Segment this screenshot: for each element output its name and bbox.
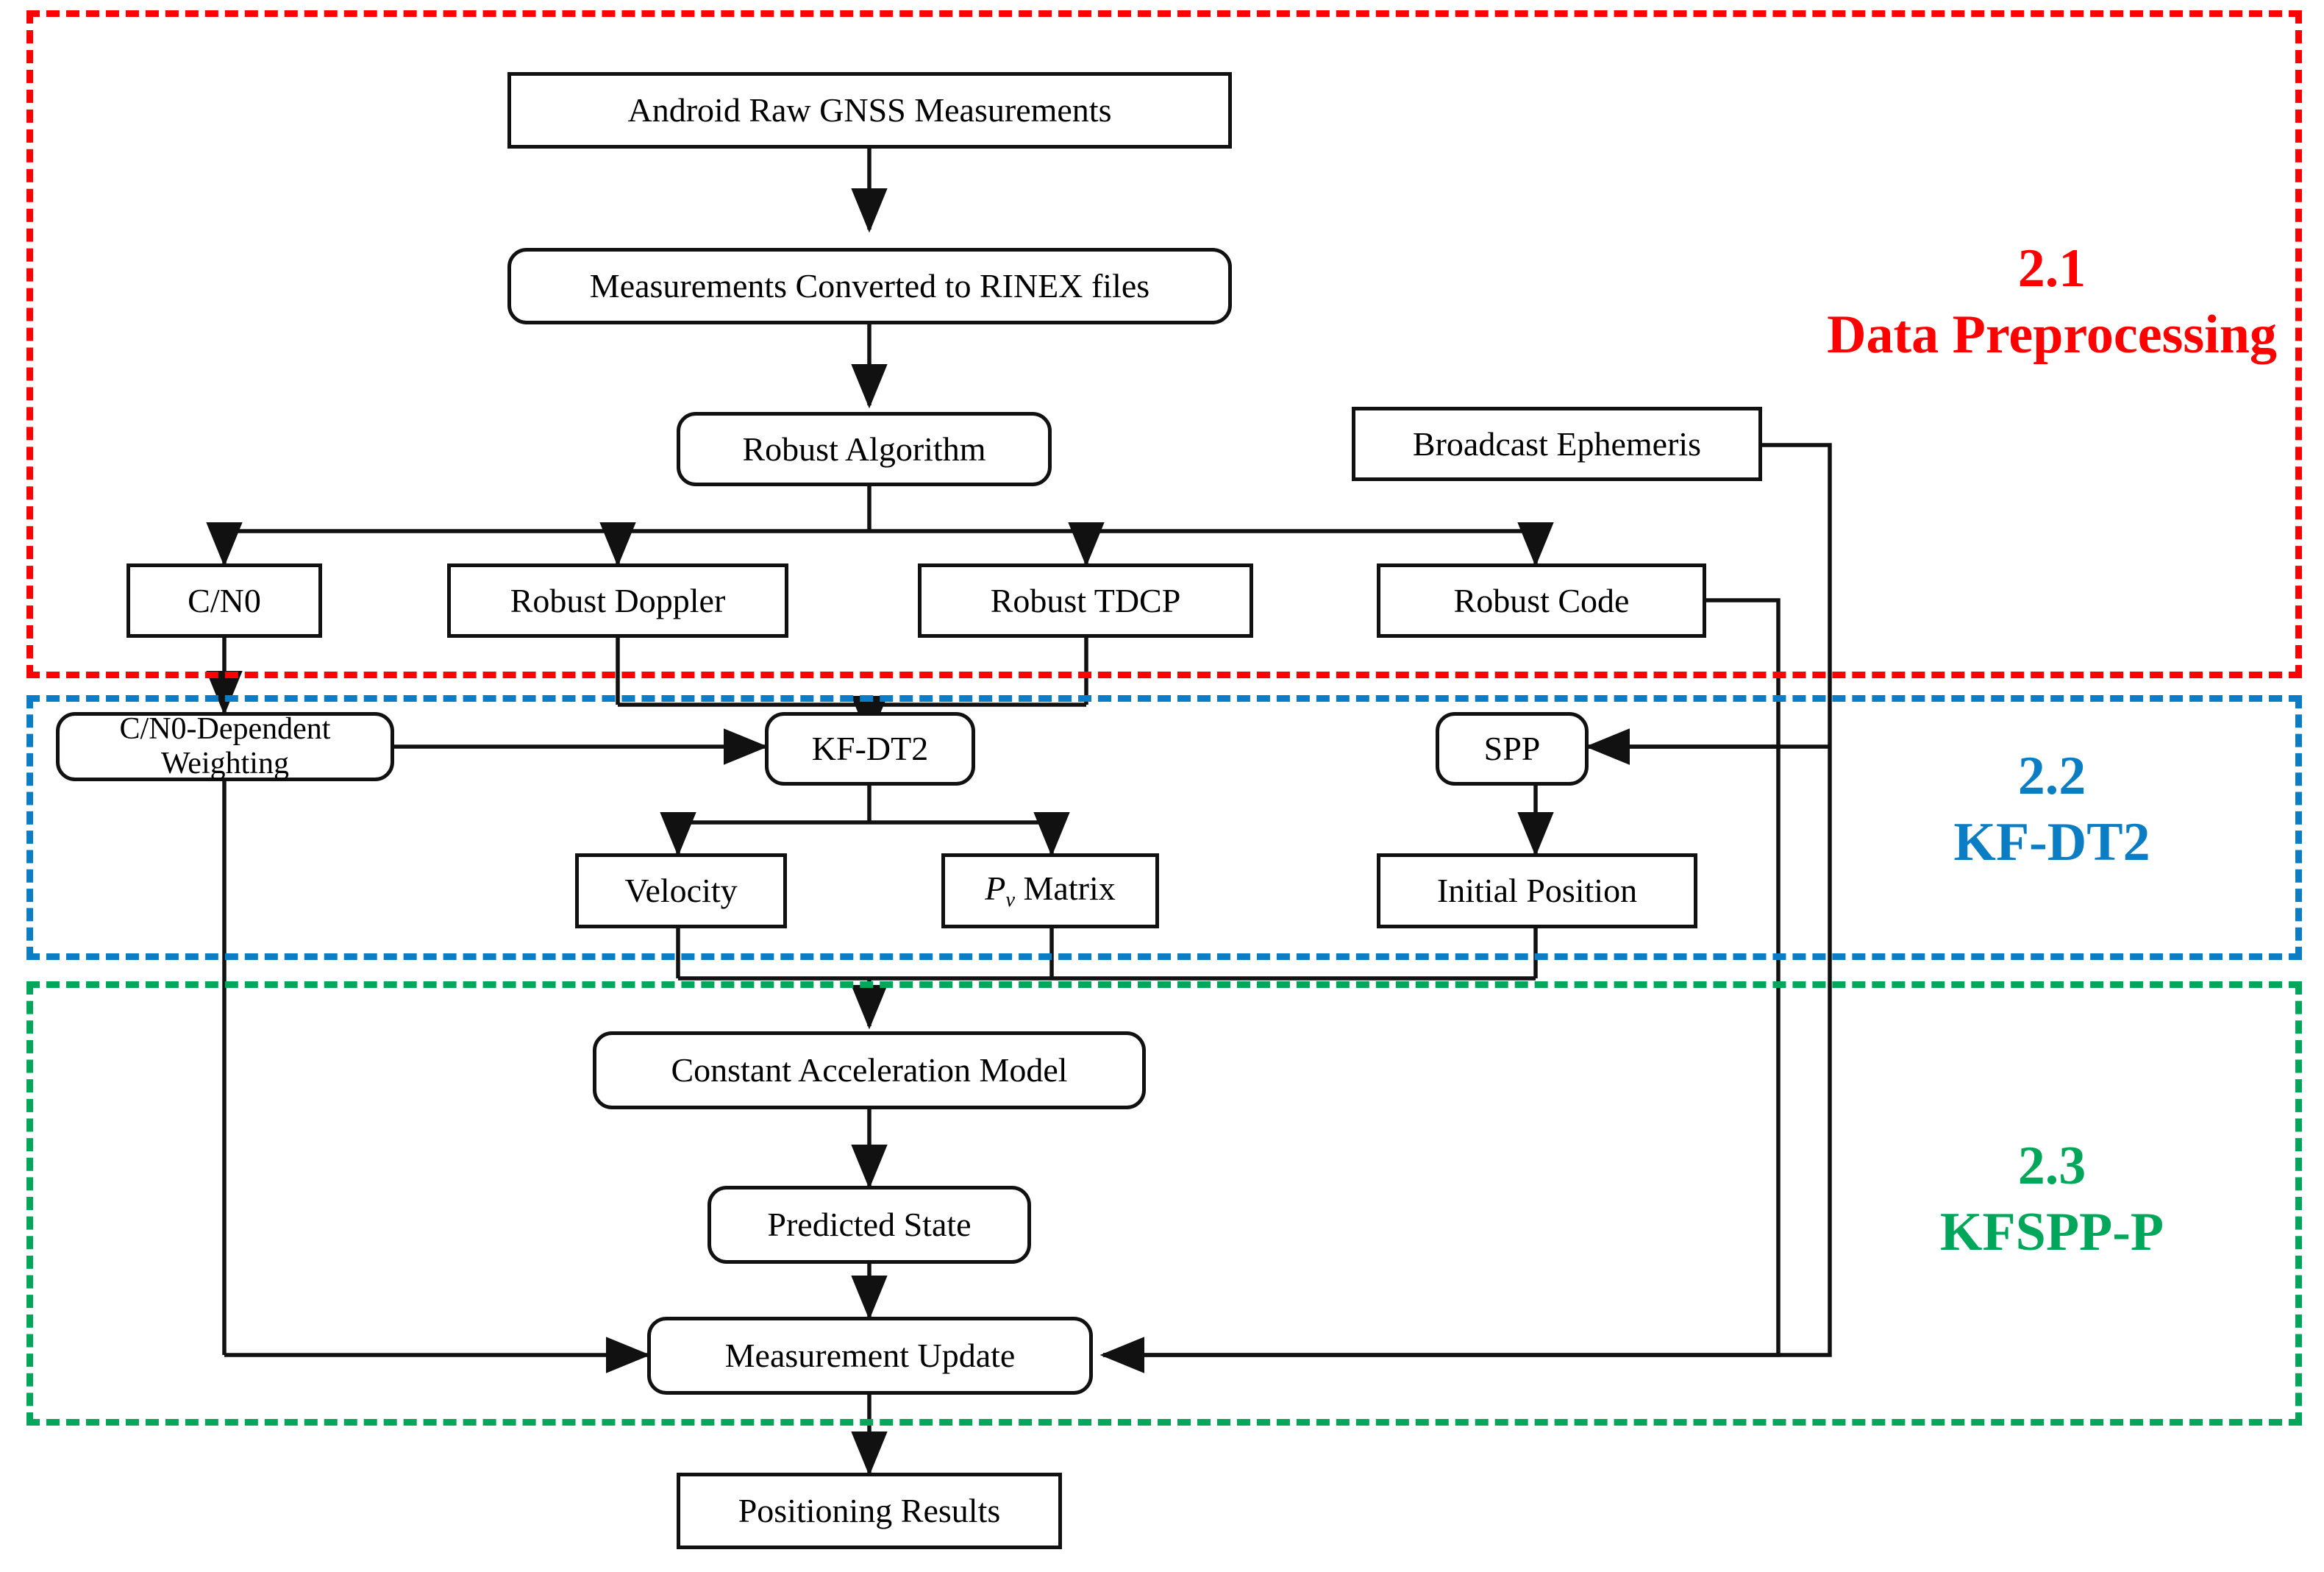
- zone-kfspp-p-box: [26, 981, 2302, 1426]
- node-label: Velocity: [624, 872, 738, 910]
- zone-kf-dt2-box: [26, 695, 2302, 960]
- zone-data-preprocessing-box: [26, 10, 2302, 678]
- node-label: Measurement Update: [724, 1337, 1016, 1375]
- node-initial-position[interactable]: Initial Position: [1377, 853, 1697, 928]
- node-measurement-update[interactable]: Measurement Update: [647, 1317, 1093, 1395]
- zone-name: KF-DT2: [1953, 812, 2150, 873]
- node-label: Android Raw GNSS Measurements: [627, 91, 1112, 129]
- zone-name: Data Preprocessing: [1827, 305, 2277, 366]
- node-label: Positioning Results: [738, 1492, 1001, 1530]
- node-label: SPP: [1483, 730, 1541, 768]
- zone-number: 2.2: [2017, 746, 2086, 806]
- node-spp[interactable]: SPP: [1436, 712, 1589, 786]
- node-label-line-2: Weighting: [161, 747, 289, 780]
- node-robust-tdcp[interactable]: Robust TDCP: [918, 563, 1253, 638]
- node-broadcast-ephemeris[interactable]: Broadcast Ephemeris: [1352, 407, 1762, 481]
- zone-name: KFSPP-P: [1939, 1202, 2164, 1263]
- node-pv-matrix[interactable]: Pv Matrix: [941, 853, 1159, 928]
- node-label: Robust TDCP: [990, 581, 1181, 619]
- node-positioning-results[interactable]: Positioning Results: [677, 1473, 1062, 1549]
- node-robust-code[interactable]: Robust Code: [1377, 563, 1706, 638]
- node-robust-algorithm[interactable]: Robust Algorithm: [677, 412, 1052, 486]
- node-constant-acceleration-model[interactable]: Constant Acceleration Model: [593, 1031, 1146, 1109]
- node-label-line-1: C/N0-Dependent: [119, 711, 331, 746]
- pv-subscript: v: [1005, 889, 1016, 912]
- node-kf-dt2[interactable]: KF-DT2: [765, 712, 975, 786]
- pv-word: Matrix: [1023, 869, 1116, 907]
- node-label: Initial Position: [1436, 872, 1638, 910]
- zone-label-data-preprocessing: 2.1 Data Preprocessing: [1824, 235, 2280, 369]
- node-label: Predicted State: [767, 1206, 972, 1244]
- pv-symbol: P: [985, 869, 1006, 907]
- zone-number: 2.1: [2017, 238, 2086, 299]
- node-label: KF-DT2: [811, 730, 929, 768]
- node-robust-doppler[interactable]: Robust Doppler: [447, 563, 788, 638]
- node-cn0-dependent-weighting[interactable]: C/N0-Dependent Weighting: [56, 712, 394, 781]
- zone-number: 2.3: [2017, 1136, 2086, 1196]
- node-predicted-state[interactable]: Predicted State: [707, 1186, 1031, 1264]
- node-android-raw-gnss-measurements[interactable]: Android Raw GNSS Measurements: [507, 72, 1232, 149]
- edge-ephemeris-to-measurement-update: [1103, 443, 1832, 1357]
- node-velocity[interactable]: Velocity: [575, 853, 787, 928]
- zone-label-kfspp-p: 2.3 KFSPP-P: [1824, 1133, 2280, 1266]
- node-label: Pv Matrix: [945, 869, 1155, 912]
- node-label: Constant Acceleration Model: [671, 1051, 1068, 1089]
- node-label: Robust Algorithm: [742, 430, 986, 468]
- node-label: Robust Code: [1453, 581, 1630, 619]
- node-measurements-converted-to-rinex[interactable]: Measurements Converted to RINEX files: [507, 248, 1232, 324]
- node-label: Robust Doppler: [510, 581, 726, 619]
- node-label: Broadcast Ephemeris: [1412, 424, 1702, 463]
- zone-label-kf-dt2: 2.2 KF-DT2: [1824, 743, 2280, 876]
- node-label: Measurements Converted to RINEX files: [589, 267, 1150, 305]
- node-cn0[interactable]: C/N0: [126, 563, 322, 638]
- node-label: C/N0: [188, 581, 261, 619]
